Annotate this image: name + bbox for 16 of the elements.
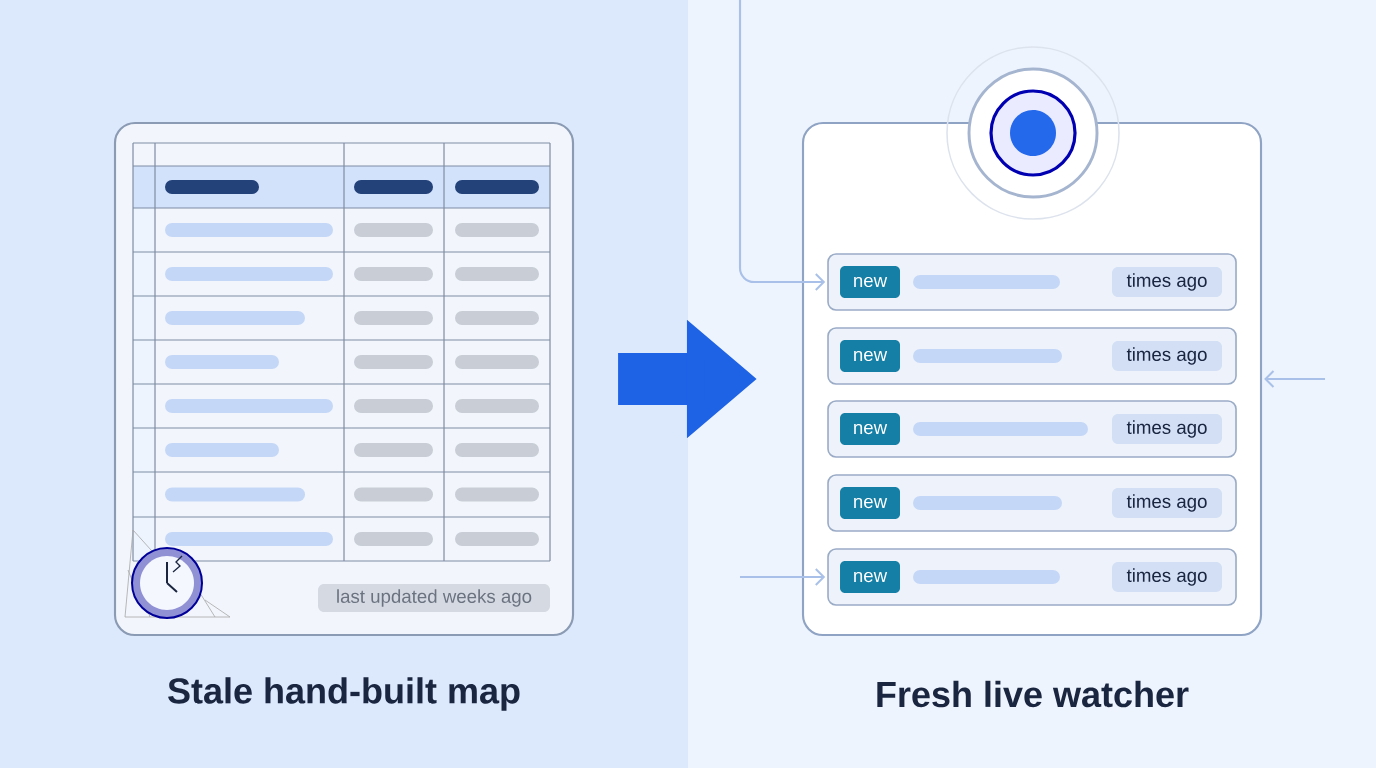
panel-title: Fresh live watcher [877,680,1189,708]
new-badge: new [840,340,900,372]
arrow [1264,370,1325,388]
time-pill: times ago [1112,267,1222,297]
new-badge: new [840,266,900,298]
time-pill: times ago [1112,414,1222,444]
new-badge: new [840,561,900,593]
time-pill: times ago [1112,341,1222,371]
time-pill: times ago [1112,562,1222,592]
time-pill: times ago [1112,488,1222,518]
arrow [738,0,826,291]
panel-title: Stale hand-built map [168,677,520,711]
arrow [740,568,826,586]
status-pill: last updated weeks ago [318,584,550,612]
new-badge: new [840,413,900,445]
new-badge: new [840,487,900,519]
